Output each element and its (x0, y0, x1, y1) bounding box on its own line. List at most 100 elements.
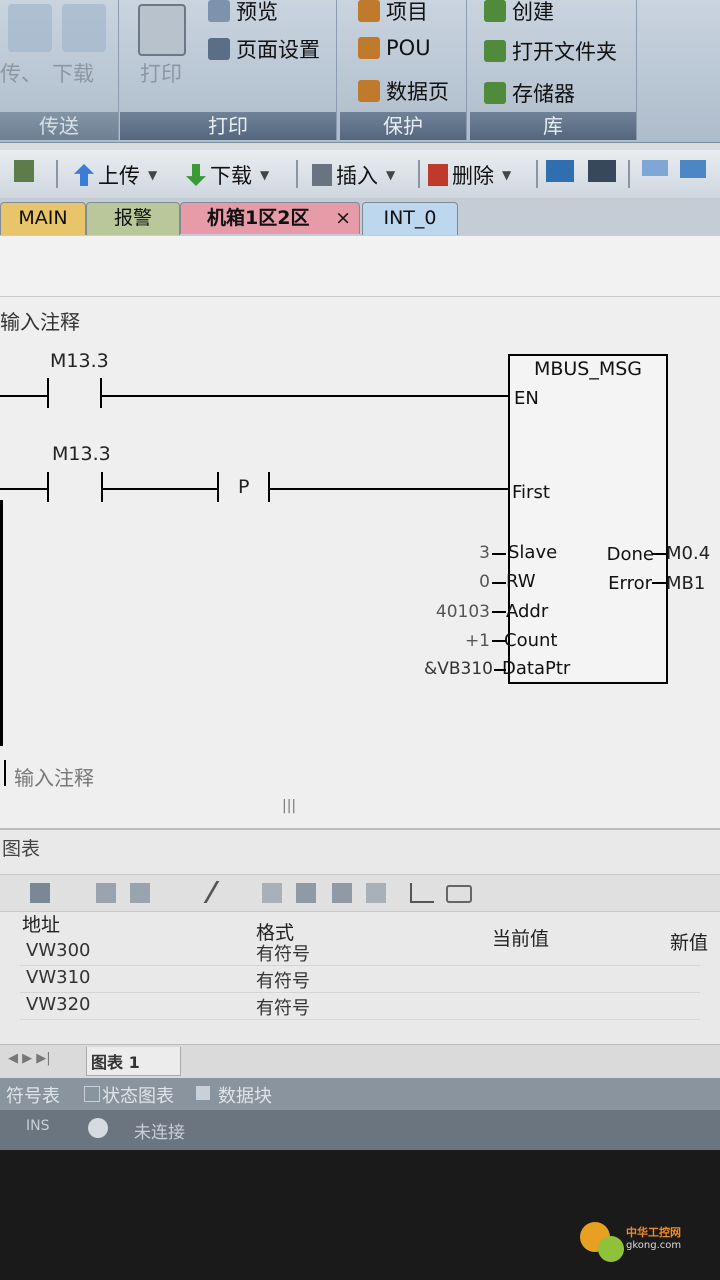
tab-chassis-zone[interactable]: 机箱1区2区× (180, 202, 360, 234)
key-icon (358, 37, 380, 59)
ribbon-pou-button[interactable]: POU (358, 36, 431, 60)
format-cell[interactable]: 有符号 (256, 998, 310, 1019)
dataptr-value[interactable]: &VB310 (424, 659, 493, 679)
tab-alarm[interactable]: 报警 (86, 202, 180, 235)
splitter-handle[interactable]: ||| (282, 798, 297, 814)
format-cell[interactable]: 有符号 (256, 971, 310, 992)
toolbar-box2-button[interactable] (680, 160, 706, 178)
tab-int0[interactable]: INT_0 (362, 202, 458, 235)
address-cell[interactable]: VW320 (26, 994, 91, 1015)
column-header-current-value[interactable]: 当前值 (492, 928, 550, 950)
pencil-icon[interactable] (203, 881, 242, 903)
ribbon: 传、 下载 传送 打印 预览 页面设置 打印 项目 POU 数据页 保护 创建 … (0, 0, 720, 143)
contact-left-bar[interactable] (47, 472, 49, 502)
ribbon-print-button[interactable]: 打印 (140, 62, 182, 86)
dropdown-arrow-icon[interactable]: ▼ (386, 168, 396, 182)
p-contact-right-bar[interactable] (268, 472, 270, 502)
count-value[interactable]: +1 (464, 631, 490, 651)
column-header-format[interactable]: 格式 (256, 922, 295, 944)
ribbon-open-folder-button[interactable]: 打开文件夹 (484, 36, 617, 66)
toolbar-network-button[interactable] (546, 160, 574, 182)
format-cell[interactable]: 有符号 (256, 944, 310, 965)
mbus-msg-block[interactable]: MBUS_MSG EN First Slave RW Addr Count Da… (502, 354, 668, 684)
view-icon[interactable] (446, 885, 472, 903)
tab-data-block[interactable]: 数据块 (218, 1086, 272, 1107)
compile-button[interactable] (14, 160, 34, 182)
ribbon-page-setup-button[interactable]: 页面设置 (208, 34, 320, 64)
toolbar-upload-button[interactable]: 上传▼ (74, 160, 157, 190)
ribbon-memory-button[interactable]: 存储器 (484, 78, 575, 108)
insert-mode: INS (26, 1118, 50, 1134)
force-icon[interactable] (332, 883, 352, 903)
rw-value[interactable]: 0 (479, 572, 490, 592)
ribbon-create-button[interactable]: 创建 (484, 0, 554, 26)
dropdown-arrow-icon[interactable]: ▼ (260, 168, 270, 182)
address-cell[interactable]: VW300 (26, 940, 91, 961)
toolbar-box-button[interactable] (642, 160, 668, 176)
editor-toolbar: 上传▼ 下载▼ 插入▼ 删除▼ (0, 150, 720, 199)
contact-address: M13.3 (50, 350, 109, 372)
pin-error: Error (608, 573, 652, 594)
ribbon-project-button[interactable]: 项目 (358, 0, 428, 26)
table-row[interactable]: VW300 有符号 (20, 938, 700, 966)
address-cell[interactable]: VW310 (26, 967, 91, 988)
next-network-comment[interactable]: 输入注释 (14, 766, 94, 790)
p-contact-left-bar[interactable] (217, 472, 219, 502)
chart-toolbar (0, 874, 720, 912)
ribbon-preview-button[interactable]: 预览 (208, 0, 278, 26)
rung-wire (101, 488, 219, 490)
rung-wire (100, 395, 508, 397)
box-icon (642, 160, 668, 176)
add-icon[interactable] (30, 883, 50, 903)
dropdown-arrow-icon[interactable]: ▼ (148, 168, 158, 182)
ribbon-upload-button[interactable]: 传、 (0, 62, 42, 86)
ribbon-group-print: 打印 预览 页面设置 打印 (120, 0, 337, 140)
sheet-tab[interactable]: 图表 1 (86, 1047, 181, 1076)
column-header-new-value[interactable]: 新值 (670, 932, 709, 954)
contact-left-bar[interactable] (47, 378, 49, 408)
status-chart-icon (84, 1086, 100, 1102)
rung-wire (0, 395, 48, 397)
addr-value[interactable]: 40103 (435, 602, 490, 622)
ribbon-download-button[interactable]: 下载 (52, 62, 94, 86)
ribbon-datapage-button[interactable]: 数据页 (358, 76, 449, 106)
pin-addr: Addr (506, 601, 549, 622)
network-icon (546, 160, 574, 182)
network-comment[interactable]: 输入注释 (0, 310, 80, 334)
table-icon[interactable] (130, 883, 150, 903)
tab-scroll-arrows-icon[interactable]: ◀ ▶ ▶| (8, 1051, 51, 1066)
slave-value[interactable]: 3 (479, 543, 490, 563)
table-row[interactable]: VW320 有符号 (20, 992, 700, 1020)
ribbon-group-title: 库 (470, 112, 636, 140)
toolbar-delete-button[interactable]: 删除▼ (428, 160, 511, 190)
contact-right-bar[interactable] (100, 378, 102, 408)
error-value[interactable]: MB1 (666, 573, 706, 594)
trend-icon[interactable] (410, 883, 434, 903)
pin-wire (492, 553, 506, 555)
toolbar-insert-button[interactable]: 插入▼ (312, 160, 395, 190)
table-icon[interactable] (96, 883, 116, 903)
force-icon[interactable] (296, 883, 316, 903)
pin-done: Done (606, 544, 654, 565)
tab-status-chart[interactable]: 状态图表 (102, 1086, 174, 1107)
insert-icon (312, 164, 332, 186)
toolbar-download-button[interactable]: 下载▼ (186, 160, 269, 190)
force-icon[interactable] (366, 883, 386, 903)
dropdown-arrow-icon[interactable]: ▼ (502, 168, 512, 182)
folder-icon (484, 40, 506, 62)
column-header-address[interactable]: 地址 (22, 914, 61, 936)
tab-symbol-table[interactable]: 符号表 (6, 1086, 60, 1107)
contact-right-bar[interactable] (101, 472, 103, 502)
pin-wire (652, 553, 666, 555)
tab-main[interactable]: MAIN (0, 202, 86, 235)
toolbar-network2-button[interactable] (588, 160, 616, 182)
close-icon[interactable]: × (335, 207, 351, 229)
editor-header (0, 236, 720, 297)
table-row[interactable]: VW310 有符号 (20, 965, 700, 993)
preview-icon (208, 0, 230, 22)
pin-wire (492, 640, 506, 642)
key-icon (358, 80, 380, 102)
force-icon[interactable] (262, 883, 282, 903)
pou-tabs: MAIN 报警 机箱1区2区× INT_0 (0, 198, 720, 238)
done-value[interactable]: M0.4 (666, 543, 711, 564)
